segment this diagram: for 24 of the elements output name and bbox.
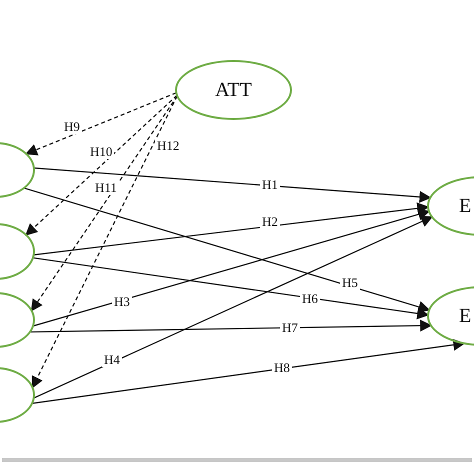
- arrow: [30, 320, 432, 333]
- arrow: [34, 216, 434, 399]
- node-label: E: [459, 304, 472, 328]
- node-label: ATT: [215, 78, 252, 102]
- dashed-arrow: [25, 94, 178, 236]
- edge-label: H9: [62, 119, 82, 134]
- edge-label: H1: [260, 177, 280, 192]
- node-label: E: [459, 194, 472, 218]
- arrow: [34, 167, 432, 203]
- arrow: [34, 202, 430, 256]
- edge-label: H6: [300, 291, 320, 306]
- edge-label: H2: [260, 214, 280, 229]
- arrow: [24, 187, 430, 313]
- edge-label: H12: [155, 138, 182, 153]
- dashed-arrow: [25, 92, 176, 156]
- ellipse-node: [175, 60, 292, 120]
- dashed-arrow: [30, 96, 178, 312]
- arrow: [32, 208, 430, 327]
- edge-label: H11: [93, 180, 119, 195]
- edge-label: H3: [112, 294, 132, 309]
- dashed-arrow: [32, 96, 178, 389]
- edge-label: H10: [88, 144, 114, 159]
- edge-label: H8: [272, 360, 292, 375]
- arrow: [32, 257, 430, 320]
